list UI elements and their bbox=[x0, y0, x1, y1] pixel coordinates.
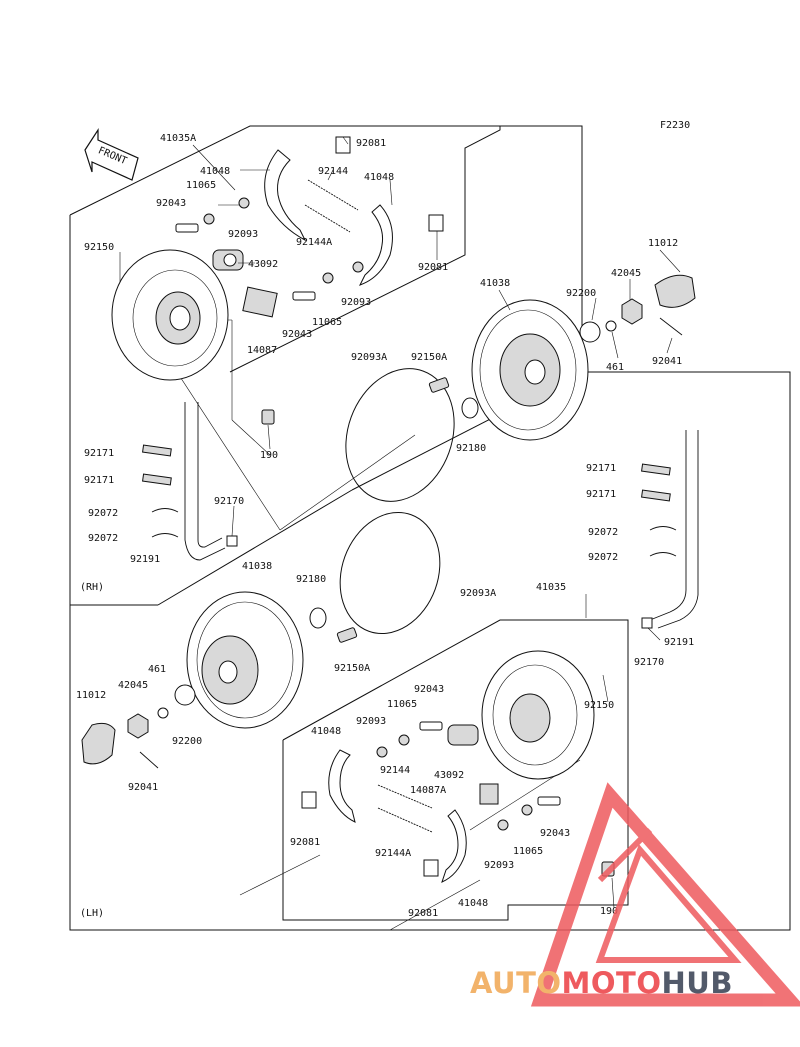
part-label: 42045 bbox=[118, 680, 148, 691]
part-label: 92072 bbox=[588, 552, 618, 563]
part-label: 92093 bbox=[484, 860, 514, 871]
brand-part-auto: AUTO bbox=[470, 966, 562, 1000]
part-label: 190 bbox=[600, 906, 618, 917]
part-label: 92072 bbox=[88, 508, 118, 519]
part-label: 92093 bbox=[341, 297, 371, 308]
part-label: 92171 bbox=[84, 448, 114, 459]
part-label: 92081 bbox=[418, 262, 448, 273]
part-label: 92180 bbox=[296, 574, 326, 585]
part-label: 14087A bbox=[410, 785, 446, 796]
leader-lines bbox=[119, 136, 681, 909]
part-label: 92171 bbox=[586, 489, 616, 500]
part-label: 92081 bbox=[290, 837, 320, 848]
lh-parts bbox=[81, 430, 699, 883]
part-label: 92191 bbox=[130, 554, 160, 565]
part-label: 190 bbox=[260, 450, 278, 461]
part-label: 92144A bbox=[296, 237, 332, 248]
part-label: 92093 bbox=[356, 716, 386, 727]
part-label: 92171 bbox=[586, 463, 616, 474]
part-label: 41048 bbox=[200, 166, 230, 177]
part-label: 92043 bbox=[156, 198, 186, 209]
part-label: 92180 bbox=[456, 443, 486, 454]
part-label: 92144 bbox=[318, 166, 348, 177]
section-frames bbox=[69, 125, 791, 931]
part-label: 11065 bbox=[312, 317, 342, 328]
part-label: 41048 bbox=[458, 898, 488, 909]
part-label: 92170 bbox=[634, 657, 664, 668]
part-label: 92200 bbox=[172, 736, 202, 747]
part-label: 41048 bbox=[364, 172, 394, 183]
section-label-lh: (LH) bbox=[80, 908, 104, 919]
brand-part-moto: MOTO bbox=[561, 966, 662, 1000]
part-label: 461 bbox=[148, 664, 166, 675]
front-arrow-icon: FRONT bbox=[84, 127, 139, 181]
part-label: 92041 bbox=[128, 782, 158, 793]
part-label: 11065 bbox=[513, 846, 543, 857]
part-label: 92170 bbox=[214, 496, 244, 507]
part-label: 11065 bbox=[387, 699, 417, 710]
part-label: 92150 bbox=[84, 242, 114, 253]
part-label: 41035 bbox=[536, 582, 566, 593]
part-label: 92081 bbox=[356, 138, 386, 149]
rh-parts bbox=[111, 136, 696, 561]
part-label: 92150A bbox=[411, 352, 447, 363]
brand-part-hub: HUB bbox=[661, 966, 733, 1000]
brand-logo-text: AUTOMOTOHUB bbox=[470, 966, 800, 1006]
part-label: 92081 bbox=[408, 908, 438, 919]
part-label: 92093 bbox=[228, 229, 258, 240]
part-label: 92144A bbox=[375, 848, 411, 859]
part-label: 42045 bbox=[611, 268, 641, 279]
part-label: 11012 bbox=[76, 690, 106, 701]
part-label: 41035A bbox=[160, 133, 196, 144]
part-label: 92043 bbox=[414, 684, 444, 695]
part-label: 92171 bbox=[84, 475, 114, 486]
part-label: 92043 bbox=[540, 828, 570, 839]
part-label: 92200 bbox=[566, 288, 596, 299]
part-label: 92072 bbox=[88, 533, 118, 544]
part-label: 92041 bbox=[652, 356, 682, 367]
part-label: 43092 bbox=[434, 770, 464, 781]
part-label: 11012 bbox=[648, 238, 678, 249]
section-label-rh: (RH) bbox=[80, 582, 104, 593]
part-label: 92072 bbox=[588, 527, 618, 538]
part-label: 41038 bbox=[480, 278, 510, 289]
part-labels: F2230 (RH) (LH) 41035A 92081 41048 92144… bbox=[76, 120, 694, 919]
part-label: 92150 bbox=[584, 700, 614, 711]
part-label: 92150A bbox=[334, 663, 370, 674]
part-label: 14087 bbox=[247, 345, 277, 356]
part-label: 11065 bbox=[186, 180, 216, 191]
figure-code: F2230 bbox=[660, 120, 690, 131]
part-label: 41038 bbox=[242, 561, 272, 572]
part-label: 92191 bbox=[664, 637, 694, 648]
part-label: 92144 bbox=[380, 765, 410, 776]
part-label: 461 bbox=[606, 362, 624, 373]
part-label: 43092 bbox=[248, 259, 278, 270]
part-label: 92043 bbox=[282, 329, 312, 340]
part-label: 92093A bbox=[351, 352, 387, 363]
part-label: 92093A bbox=[460, 588, 496, 599]
part-label: 41048 bbox=[311, 726, 341, 737]
logo-watermark-icon bbox=[530, 782, 800, 1007]
